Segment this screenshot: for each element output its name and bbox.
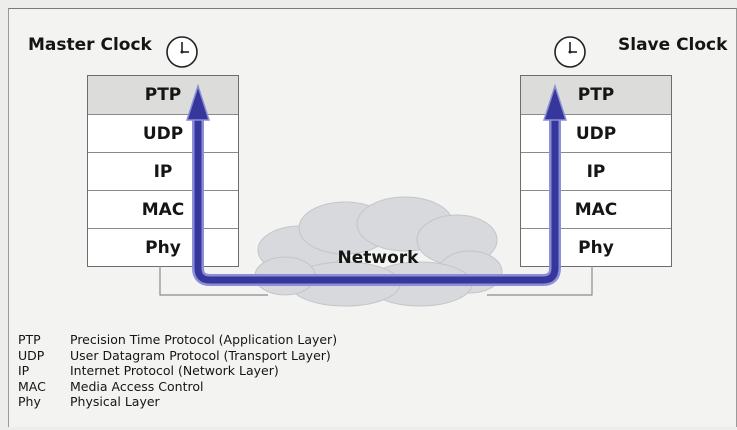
master-clock-title: Master Clock bbox=[28, 35, 152, 55]
legend-row: MAC Media Access Control bbox=[18, 379, 337, 395]
network-cloud bbox=[254, 196, 503, 307]
master-layer-udp: UDP bbox=[88, 114, 238, 152]
legend-row: PTP Precision Time Protocol (Application … bbox=[18, 332, 337, 348]
abbreviation-legend: PTP Precision Time Protocol (Application … bbox=[18, 332, 337, 410]
legend-text: Media Access Control bbox=[70, 378, 204, 394]
legend-row: UDP User Datagram Protocol (Transport Lay… bbox=[18, 348, 337, 364]
legend-text: User Datagram Protocol (Transport Layer) bbox=[70, 347, 331, 363]
legend-text: Internet Protocol (Network Layer) bbox=[70, 363, 279, 378]
legend-abbr: IP bbox=[18, 363, 30, 378]
master-layer-mac: MAC bbox=[88, 190, 238, 228]
legend-row: Phy Physical Layer bbox=[18, 394, 337, 410]
slave-clock-title: Slave Clock bbox=[618, 35, 728, 55]
clock-icon bbox=[166, 36, 198, 68]
ptp-path-arrow bbox=[194, 118, 559, 284]
master-layer-ptp: PTP bbox=[88, 76, 238, 114]
legend-abbr: UDP bbox=[18, 347, 45, 363]
legend-abbr: MAC bbox=[18, 378, 46, 394]
network-label: Network bbox=[338, 248, 420, 268]
slave-layer-phy: Phy bbox=[521, 228, 671, 266]
legend-abbr: Phy bbox=[18, 394, 41, 409]
legend-row: IP Internet Protocol (Network Layer) bbox=[18, 363, 337, 379]
legend-text: Precision Time Protocol (Application Lay… bbox=[70, 332, 338, 347]
legend-abbr: PTP bbox=[18, 332, 41, 347]
master-protocol-stack: PTP UDP IP MAC Phy bbox=[87, 75, 239, 267]
master-layer-ip: IP bbox=[88, 152, 238, 190]
slave-layer-ptp: PTP bbox=[521, 76, 671, 114]
slave-layer-udp: UDP bbox=[521, 114, 671, 152]
slave-layer-ip: IP bbox=[521, 152, 671, 190]
master-layer-phy: Phy bbox=[88, 228, 238, 266]
slave-protocol-stack: PTP UDP IP MAC Phy bbox=[520, 75, 672, 267]
ptp-arrowhead-master bbox=[185, 83, 211, 121]
legend-text: Physical Layer bbox=[70, 394, 160, 409]
clock-icon bbox=[554, 36, 586, 68]
slave-layer-mac: MAC bbox=[521, 190, 671, 228]
ptp-arrowhead-slave bbox=[542, 83, 568, 121]
physical-link-line bbox=[159, 266, 593, 296]
